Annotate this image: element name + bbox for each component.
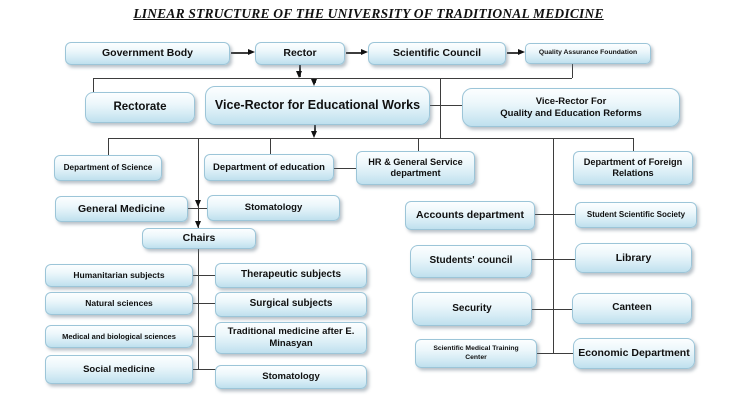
connector-hr-stub [417,138,419,152]
connector-smtc-economic [537,352,574,354]
connector-right-vertical [552,138,554,353]
arrow-right-icon [518,49,525,55]
arrow-down-icon [311,131,317,138]
connector-accounts-society [535,213,575,215]
node-department-of-science: Department of Science [54,155,162,181]
node-traditional-medicine-minasyan: Traditional medicine after E. Minasyan [215,322,367,354]
node-quality-assurance-foundation: Quality Assurance Foundation [525,43,651,64]
node-canteen: Canteen [572,293,692,324]
node-therapeutic-subjects: Therapeutic subjects [215,263,367,288]
node-humanitarian-subjects: Humanitarian subjects [45,264,193,287]
node-rector: Rector [255,42,345,65]
connector-vredu-exit [314,125,316,133]
connector-security-canteen [532,308,572,310]
node-economic-department: Economic Department [573,338,695,369]
connector-medbio-traditional [193,335,216,337]
node-government-body: Government Body [65,42,230,65]
node-social-medicine: Social medicine [45,355,193,384]
connector-main-horizontal [93,77,572,79]
node-surgical-subjects: Surgical subjects [215,292,367,317]
arrow-down-icon [311,79,317,86]
node-stomatology-chair: Stomatology [215,365,367,389]
connector-mid-vertical [439,78,441,138]
connector-science-stub [107,138,109,156]
connector-left-vertical [197,138,199,369]
connector-genmed-stomatology [188,207,208,209]
arrow-down-icon [194,200,201,207]
node-department-of-education: Department of education [204,154,334,181]
connector-distribution-line [108,137,633,139]
connector-council-library [532,258,575,260]
arrow-right-icon [361,49,368,55]
connector-council-qaf [507,52,519,54]
node-vice-rector-quality-reforms: Vice-Rector For Quality and Education Re… [462,88,680,127]
connector-vredu-vrquality [430,104,462,106]
node-department-of-foreign-relations: Department of Foreign Relations [573,151,693,185]
node-medical-biological-sciences: Medical and biological sciences [45,325,193,348]
node-scientific-council: Scientific Council [368,42,506,65]
node-accounts-department: Accounts department [405,201,535,230]
connector-qaf-stub [571,63,573,78]
node-scientific-medical-training-center: Scientific Medical Training Center [415,339,537,368]
node-hr-general-service-department: HR & General Service department [356,151,475,185]
node-students-council: Students' council [410,245,532,278]
node-general-medicine: General Medicine [55,196,188,222]
arrow-down-icon [194,220,201,228]
node-student-scientific-society: Student Scientific Society [575,202,697,228]
connector-rector-council [346,52,362,54]
connector-foreign-stub [632,138,634,152]
connector-rectorate-stub [92,78,94,93]
node-rectorate: Rectorate [85,92,195,123]
node-library: Library [575,243,692,273]
node-natural-sciences: Natural sciences [45,292,193,315]
node-vice-rector-educational-works: Vice-Rector for Educational Works [205,86,430,125]
connector-education-stub [269,138,271,155]
connector-education-hr [334,167,357,169]
node-security: Security [412,292,532,326]
connector-social-stomatology [193,368,216,370]
connector-humanitarian-therapeutic [193,274,216,276]
arrow-right-icon [248,49,255,55]
connector-govbody-rector [231,52,249,54]
connector-natural-surgical [193,302,216,304]
arrow-down-icon [296,70,302,78]
node-chairs: Chairs [142,228,256,249]
node-stomatology-faculty: Stomatology [207,195,340,221]
diagram-title: LINEAR STRUCTURE OF THE UNIVERSITY OF TR… [133,6,604,21]
